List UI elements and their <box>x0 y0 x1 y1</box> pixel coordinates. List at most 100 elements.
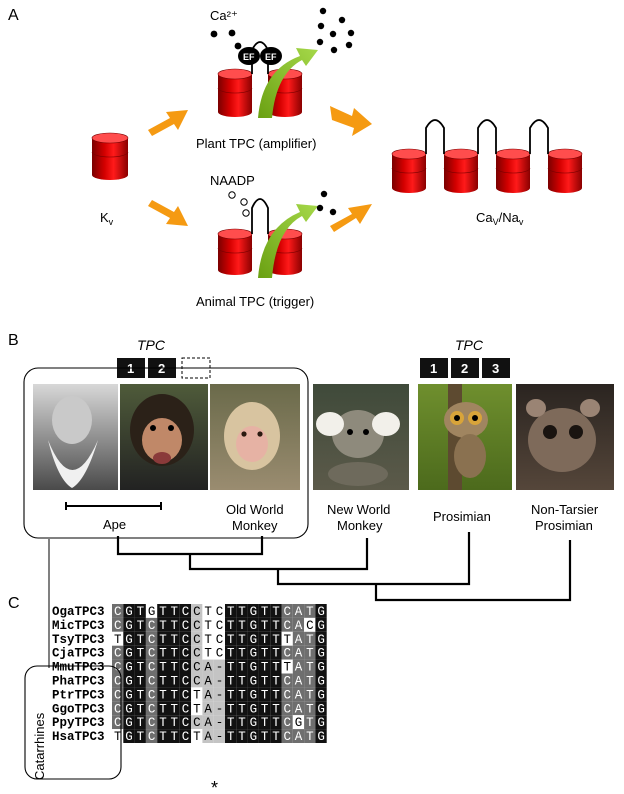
alignment-base: A <box>295 605 303 619</box>
alignment-base: G <box>317 688 325 702</box>
alignment-cell <box>225 617 237 632</box>
cav-nav-channel <box>391 119 583 193</box>
alignment-base: T <box>204 647 212 661</box>
macaque-photo <box>210 384 300 490</box>
tpc-header-left: TPC <box>137 337 166 353</box>
alignment-cell <box>145 617 158 632</box>
alignment-base: C <box>193 647 201 661</box>
alignment-base: G <box>250 688 258 702</box>
catarrhines-label: Catarrhines <box>32 712 47 780</box>
alignment-base: G <box>148 605 156 619</box>
alignment-base: G <box>125 675 133 689</box>
taxon-new-world-line2: Monkey <box>337 518 383 533</box>
alignment-base: T <box>261 619 269 633</box>
alignment-cell <box>225 604 237 618</box>
alignment-base: G <box>125 688 133 702</box>
alignment-base: T <box>261 675 269 689</box>
alignment-base: T <box>272 675 280 689</box>
alignment-cell <box>270 687 282 702</box>
alignment-cell <box>292 715 305 730</box>
alignment-base: C <box>193 619 201 633</box>
alignment-cell <box>247 701 259 716</box>
alignment-base: G <box>250 605 258 619</box>
alignment-cell <box>145 604 158 618</box>
alignment-base: T <box>306 661 314 675</box>
alignment-cell <box>270 673 282 688</box>
panel-letter-b: B <box>8 332 19 349</box>
alignment-cell <box>236 659 248 674</box>
alignment-base: A <box>204 688 212 702</box>
alignment-cell <box>247 715 259 730</box>
alignment-cell <box>281 617 293 632</box>
alignment-base: T <box>261 716 269 730</box>
alignment-base: C <box>114 688 122 702</box>
alignment-base: C <box>148 675 156 689</box>
alignment-base: T <box>227 730 235 744</box>
taxon-ape: Ape <box>103 517 126 532</box>
alignment-cell <box>281 729 293 743</box>
alignment-base: A <box>295 633 303 647</box>
alignment-base: A <box>295 675 303 689</box>
alignment-cell <box>112 687 124 702</box>
alignment-cell <box>191 604 203 618</box>
alignment-cell <box>304 701 316 716</box>
alignment-base: C <box>193 633 201 647</box>
alignment-base: C <box>182 730 190 744</box>
alignment-base: T <box>193 730 201 744</box>
alignment-cell <box>145 659 158 674</box>
alignment-cell <box>236 645 248 660</box>
alignment-base: A <box>204 675 212 689</box>
alignment-cell <box>258 617 271 632</box>
alignment-cell <box>225 687 237 702</box>
alignment-cell <box>134 617 146 632</box>
alignment-base: T <box>159 730 167 744</box>
arrow-plant-to-cav <box>330 106 372 136</box>
sequence-name: TsyTPC3 <box>52 633 105 647</box>
alignment-base: G <box>250 702 258 716</box>
alignment-cell <box>168 715 180 730</box>
alignment-cell <box>157 687 169 702</box>
alignment-base: C <box>216 647 224 661</box>
alignment-cell <box>258 687 271 702</box>
alignment-cell <box>134 604 146 618</box>
taxon-non-tarsier-line2: Prosimian <box>535 518 593 533</box>
sequence-name: MicTPC3 <box>52 619 105 633</box>
alignment-cell <box>292 604 305 618</box>
asterisk-marker: * <box>211 778 218 794</box>
alignment-base: T <box>306 633 314 647</box>
alignment-cell <box>191 701 203 716</box>
alignment-base: T <box>171 688 179 702</box>
alignment-base: C <box>284 688 292 702</box>
alignment-cell <box>168 701 180 716</box>
alignment-cell <box>304 617 316 632</box>
alignment-base: T <box>261 605 269 619</box>
alignment-cell <box>304 645 316 660</box>
alignment-base: G <box>317 647 325 661</box>
alignment-base: T <box>238 702 246 716</box>
alignment-base: - <box>216 716 224 730</box>
alignment-cell <box>213 631 225 646</box>
alignment-cell <box>236 631 248 646</box>
alignment-cell <box>168 673 180 688</box>
tarsier-photo <box>418 384 512 490</box>
alignment-cell <box>202 659 214 674</box>
alignment-cell <box>202 701 214 716</box>
ef-label-2: EF <box>265 52 277 62</box>
alignment-cell <box>213 687 225 702</box>
alignment-cell <box>134 673 146 688</box>
ca-ions-animal <box>316 190 337 216</box>
taxon-old-world-line1: Old World <box>226 502 284 517</box>
alignment-base: C <box>193 716 201 730</box>
alignment-cell <box>123 604 135 618</box>
alignment-cell <box>112 729 124 743</box>
alignment-cell <box>281 659 293 674</box>
alignment-base: T <box>227 619 235 633</box>
alignment-cell <box>304 604 316 618</box>
alignment-cell <box>258 631 271 646</box>
alignment-cell <box>304 659 316 674</box>
alignment-base: C <box>182 675 190 689</box>
alignment-base: C <box>284 675 292 689</box>
alignment-cell <box>247 617 259 632</box>
alignment-cell <box>247 604 259 618</box>
catarrhine-bracket-box <box>23 367 309 539</box>
